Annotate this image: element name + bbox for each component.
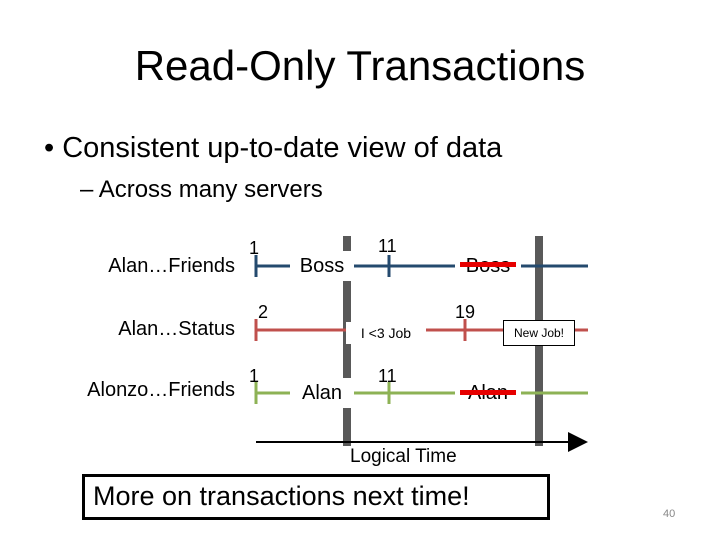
row-label-alan-friends: Alan…Friends: [108, 255, 235, 277]
tick-label: 1: [249, 238, 260, 258]
tick-label: 11: [378, 236, 397, 256]
tick-label: 1: [249, 366, 260, 386]
row-label-alan-status: Alan…Status: [118, 318, 235, 340]
value-box-boss: Boss: [290, 251, 354, 281]
slide-title: Read-Only Transactions: [134, 42, 586, 89]
page-number: 40: [663, 508, 676, 520]
tick-label: 19: [455, 302, 476, 322]
tick-label: 11: [378, 366, 397, 386]
axis-label-logical-time: Logical Time: [350, 446, 457, 467]
row-label-alonzo-friends: Alonzo…Friends: [87, 379, 235, 401]
tick-label: 2: [258, 302, 269, 322]
value-box-status-job: I <3 Job: [346, 322, 426, 344]
value-box-new-job: New Job!: [503, 320, 575, 346]
footer-note-box: More on transactions next time!: [82, 474, 550, 520]
sub-bullet-text: – Across many servers: [80, 176, 323, 203]
value-box-alan: Alan: [290, 378, 354, 408]
bullet-text: • Consistent up-to-date view of data: [44, 132, 503, 164]
strikethrough-mark: [460, 262, 516, 267]
strikethrough-mark: [460, 390, 516, 395]
